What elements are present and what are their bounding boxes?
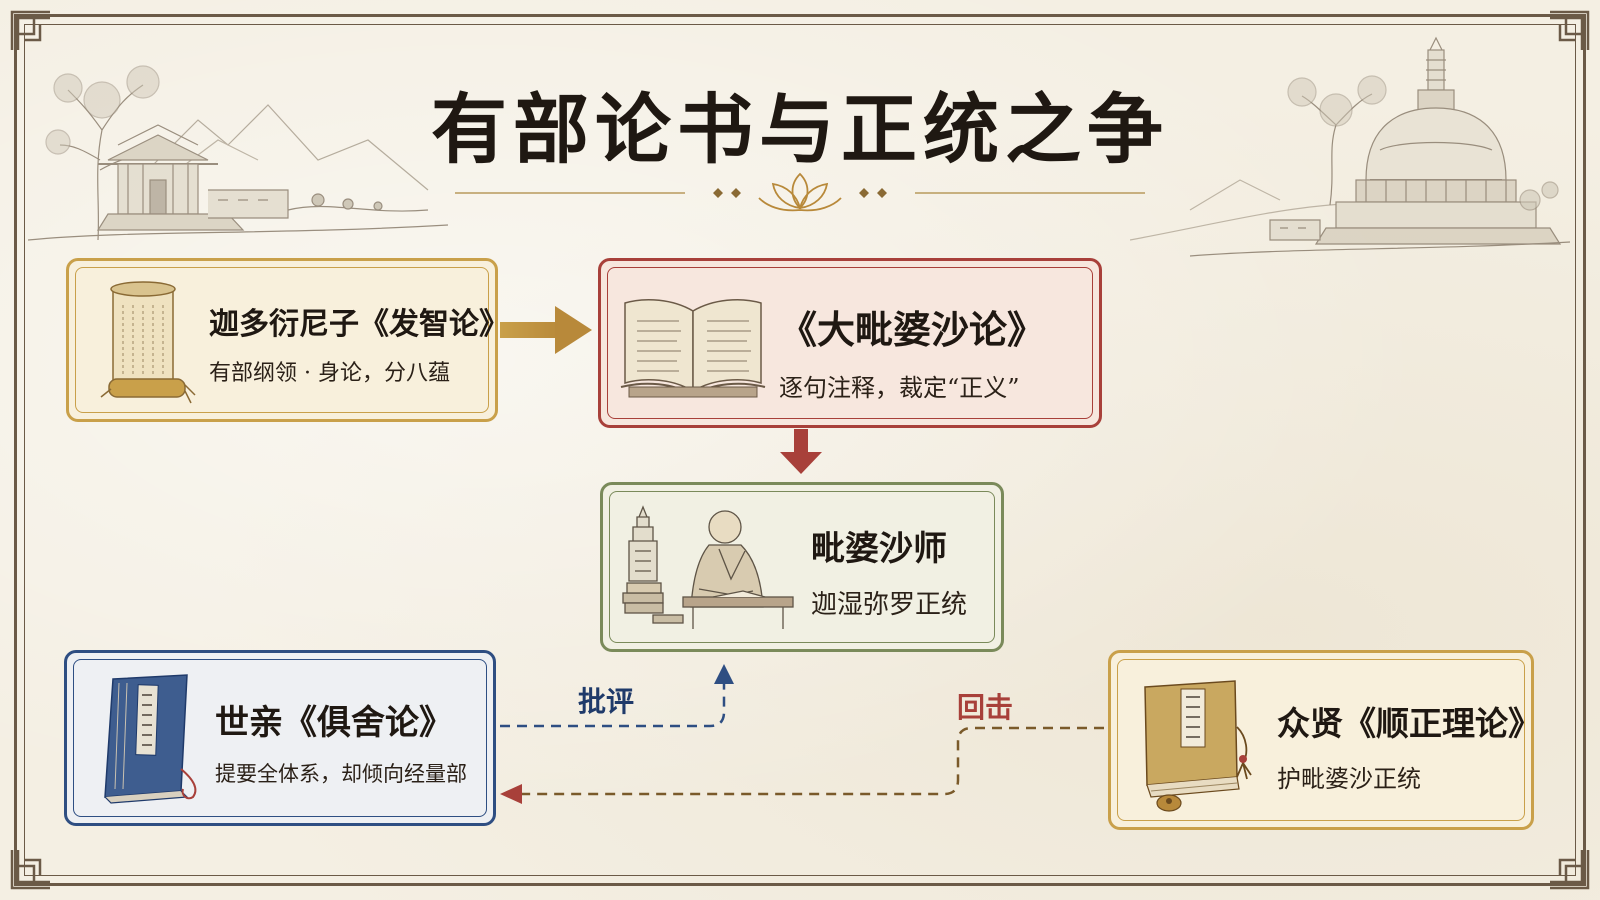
bound-book-icon (89, 669, 209, 813)
stupa-scene-icon (1130, 30, 1570, 270)
monk-scribe-icon (613, 497, 803, 641)
edge-label-critique: 批评 (578, 685, 635, 718)
node-subtitle: 有部纲领 · 身论，分八蕴 (209, 361, 450, 386)
open-book-icon (615, 283, 771, 407)
corner-ornament-icon (8, 846, 54, 892)
outer-frame (14, 14, 1586, 886)
corner-ornament-icon (8, 8, 54, 54)
node-vaibhasika-masters: 毗婆沙师 迦湿弥罗正统 (600, 482, 1004, 652)
node-nyayanusara: 众贤《顺正理论》 护毗婆沙正统 (1108, 650, 1541, 830)
node-title: 毗婆沙师 (811, 529, 947, 569)
node-title: 迦多衍尼子《发智论》 (209, 307, 509, 342)
edge-label-rebut: 回击 (957, 691, 1014, 724)
corner-ornament-icon (1546, 8, 1592, 54)
node-title: 《大毗婆沙论》 (779, 307, 1046, 352)
scroll-icon (93, 281, 203, 405)
inner-frame (24, 24, 1576, 876)
node-title: 世亲《俱舍论》 (215, 703, 453, 743)
node-abhidharmakosa: 世亲《俱舍论》 提要全体系，却倾向经量部 (64, 650, 496, 826)
corner-ornament-icon (1546, 846, 1592, 892)
node-mahavibhasa: 《大毗婆沙论》 逐句注释，裁定“正义” (598, 258, 1102, 428)
node-title: 众贤《顺正理论》 (1277, 704, 1541, 743)
temple-scene-icon (28, 50, 448, 250)
lotus-icon (758, 172, 842, 212)
node-subtitle: 逐句注释，裁定“正义” (779, 374, 1020, 402)
node-subtitle: 提要全体系，却倾向经量部 (215, 762, 467, 786)
page-title: 有部论书与正统之争 (431, 85, 1169, 174)
node-subtitle: 护毗婆沙正统 (1277, 765, 1421, 793)
node-fazhi-lun: 迦多衍尼子《发智论》 有部纲领 · 身论，分八蕴 (66, 258, 509, 422)
classic-book-icon (1125, 667, 1265, 817)
title-ornament (455, 168, 1145, 218)
node-subtitle: 迦湿弥罗正统 (811, 590, 968, 620)
